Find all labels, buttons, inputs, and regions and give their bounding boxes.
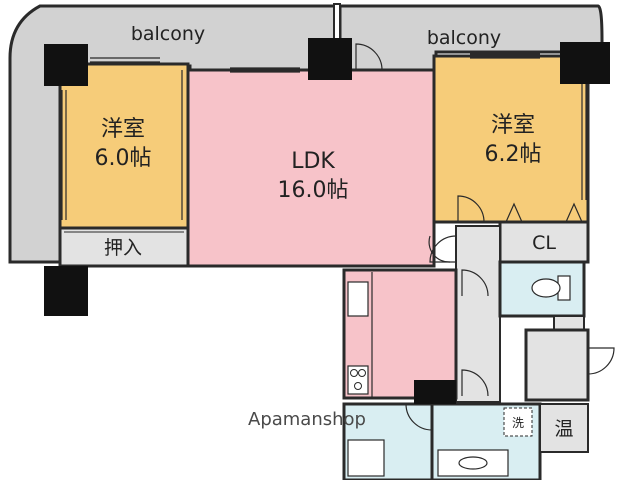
ldk-name: LDK <box>291 149 335 174</box>
door-swing-icon <box>461 369 489 397</box>
water-heater-space <box>539 403 589 453</box>
balcony-right-label: balcony <box>427 27 501 49</box>
room-left-size: 6.0帖 <box>95 146 152 171</box>
toilet-icon <box>531 275 571 301</box>
storage-small <box>553 315 585 331</box>
closet-right-label: CL <box>532 232 556 254</box>
closet-left-label: 押入 <box>104 237 142 259</box>
stove-icon <box>347 365 369 395</box>
pillar-icon <box>414 380 456 404</box>
door-swing-icon <box>457 195 485 223</box>
door-swing-icon <box>405 403 433 431</box>
room-ldk <box>186 68 436 268</box>
pillar-icon <box>308 38 352 80</box>
laundry-label: 洗 <box>512 416 524 430</box>
laundry-space <box>503 407 533 437</box>
washbasin-icon <box>437 449 509 477</box>
balcony-right <box>338 4 604 72</box>
door-swing-icon <box>428 235 451 263</box>
room-right-size: 6.2帖 <box>485 142 542 167</box>
folding-door-icon <box>505 202 583 223</box>
balcony-left-label: balcony <box>131 23 205 45</box>
room-western-left <box>58 62 190 230</box>
pillar-icon <box>560 42 610 84</box>
ldk-size: 16.0帖 <box>278 178 349 203</box>
pillar-icon <box>44 266 88 316</box>
watermark: Apamanshop <box>248 409 366 430</box>
door-swing-icon <box>429 235 457 263</box>
sink-icon <box>347 281 369 317</box>
water-heater-label: 温 <box>554 418 573 440</box>
room-right-name: 洋室 <box>491 113 535 138</box>
door-swing-icon <box>587 347 615 375</box>
door-swing-icon <box>461 269 489 297</box>
room-left-name: 洋室 <box>101 117 145 142</box>
door-swing-icon <box>355 43 383 71</box>
pillar-icon <box>44 44 88 86</box>
entrance <box>524 328 590 402</box>
